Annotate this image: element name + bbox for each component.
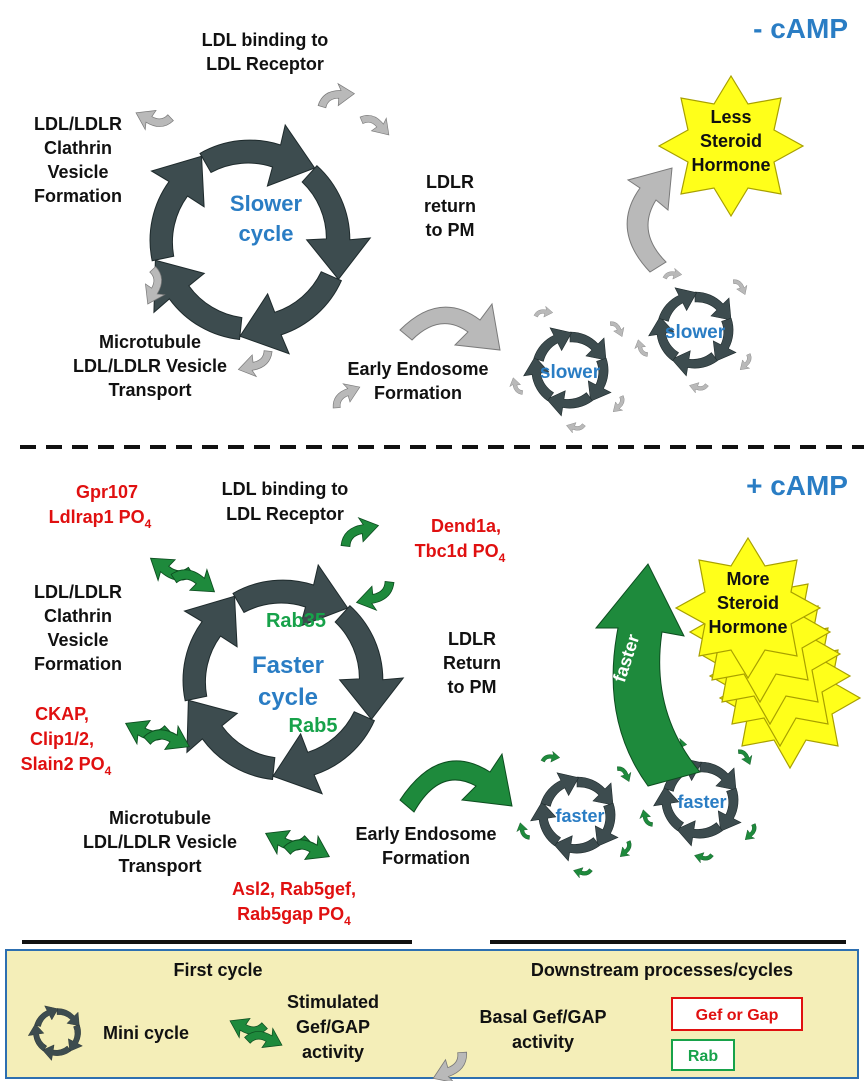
top-mini-label-right: slower: [665, 322, 726, 343]
legend-bar-right: [490, 940, 846, 944]
legend-panel: First cycle Downstream processes/cycles …: [5, 949, 859, 1081]
legend-gef-label: Gef or Gap: [696, 1007, 779, 1024]
top-cycle-label-2: cycle: [238, 221, 293, 246]
top-cycle-label-1: Slower: [230, 191, 303, 216]
top-endosome-2: Formation: [374, 383, 462, 403]
regulator-ckap-2: Clip1/2,: [30, 729, 94, 749]
top-ldlr-return-2: return: [424, 196, 476, 216]
top-ldlr-return-1: LDLR: [426, 172, 474, 192]
regulator-gpr107-1: Gpr107: [76, 482, 138, 502]
legend-stimulated-2: Gef/GAP: [296, 1017, 370, 1037]
bottom-cycle-label-1: Faster: [252, 652, 324, 679]
bottom-star-text-2: Steroid: [717, 593, 779, 613]
bottom-microtubule-1: Microtubule: [109, 808, 211, 828]
bottom-rab5-label: Rab5: [289, 715, 338, 737]
legend-stimulated-3: activity: [302, 1042, 364, 1062]
top-microtubule-3: Transport: [108, 380, 191, 400]
top-clathrin-2: Clathrin: [44, 138, 112, 158]
faster-arrow: [594, 563, 701, 787]
bottom-output-arrow: [399, 752, 513, 813]
regulator-dend1a-1: Dend1a,: [431, 516, 501, 536]
regulator-asl2-1: Asl2, Rab5gef,: [232, 879, 356, 899]
bottom-endosome-2: Formation: [382, 848, 470, 868]
bottom-microtubule-3: Transport: [118, 856, 201, 876]
legend-downstream: Downstream processes/cycles: [531, 960, 793, 980]
top-star-arrow: [626, 167, 673, 273]
top-ldl-binding-1: LDL binding to: [202, 30, 329, 50]
bottom-ldl-binding-2: LDL Receptor: [226, 504, 344, 524]
legend-first-cycle: First cycle: [173, 960, 262, 980]
legend-gef-box: [671, 997, 803, 1031]
top-ldl-binding-2: LDL Receptor: [206, 54, 324, 74]
bottom-clathrin-2: Clathrin: [44, 606, 112, 626]
bottom-condition-label: + cAMP: [746, 470, 848, 501]
bottom-star-text-1: More: [726, 569, 769, 589]
legend-mini-cycle-label: Mini cycle: [103, 1023, 189, 1043]
top-endosome-1: Early Endosome: [347, 359, 488, 379]
legend-basal-1: Basal Gef/GAP: [479, 1007, 606, 1027]
bottom-ldlr-return-1: LDLR: [448, 629, 496, 649]
top-mini-label-left: slower: [540, 362, 601, 383]
bottom-mini-label-right: faster: [677, 792, 726, 812]
top-output-arrow: [399, 302, 501, 351]
bottom-cycle-label-2: cycle: [258, 684, 318, 711]
top-star-text-3: Hormone: [691, 155, 770, 175]
bottom-clathrin-1: LDL/LDLR: [34, 582, 122, 602]
top-star-text-1: Less: [710, 107, 751, 127]
bottom-clathrin-3: Vesicle: [47, 630, 108, 650]
top-condition-label: - cAMP: [753, 13, 848, 44]
legend-basal-2: activity: [512, 1032, 574, 1052]
legend-rab-label: Rab: [688, 1048, 718, 1065]
top-ldlr-return-3: to PM: [426, 220, 475, 240]
top-clathrin-4: Formation: [34, 186, 122, 206]
bottom-rab35-label: Rab35: [266, 610, 326, 632]
top-microtubule-1: Microtubule: [99, 332, 201, 352]
regulator-ckap-1: CKAP,: [35, 704, 89, 724]
legend-bar-left: [22, 940, 412, 944]
regulator-dend1a-2: Tbc1d PO4: [415, 541, 506, 565]
bottom-ldlr-return-2: Return: [443, 653, 501, 673]
bottom-endosome-1: Early Endosome: [355, 824, 496, 844]
bottom-clathrin-4: Formation: [34, 654, 122, 674]
top-clathrin-3: Vesicle: [47, 162, 108, 182]
bottom-microtubule-2: LDL/LDLR Vesicle: [83, 832, 237, 852]
top-star: [657, 74, 805, 218]
bottom-star-stack: [674, 536, 862, 770]
bottom-mini-label-left: faster: [555, 806, 604, 826]
bottom-star-text-3: Hormone: [708, 617, 787, 637]
legend-stimulated-1: Stimulated: [287, 992, 379, 1012]
bottom-ldlr-return-3: to PM: [448, 677, 497, 697]
regulator-gpr107-2: Ldlrap1 PO4: [49, 507, 152, 531]
regulator-asl2-2: Rab5gap PO4: [237, 904, 351, 928]
top-clathrin-1: LDL/LDLR: [34, 114, 122, 134]
top-star-text-2: Steroid: [700, 131, 762, 151]
top-microtubule-2: LDL/LDLR Vesicle: [73, 356, 227, 376]
legend-rab-box: [671, 1039, 735, 1071]
regulator-ckap-3: Slain2 PO4: [21, 754, 112, 778]
bottom-ldl-binding-1: LDL binding to: [222, 479, 349, 499]
